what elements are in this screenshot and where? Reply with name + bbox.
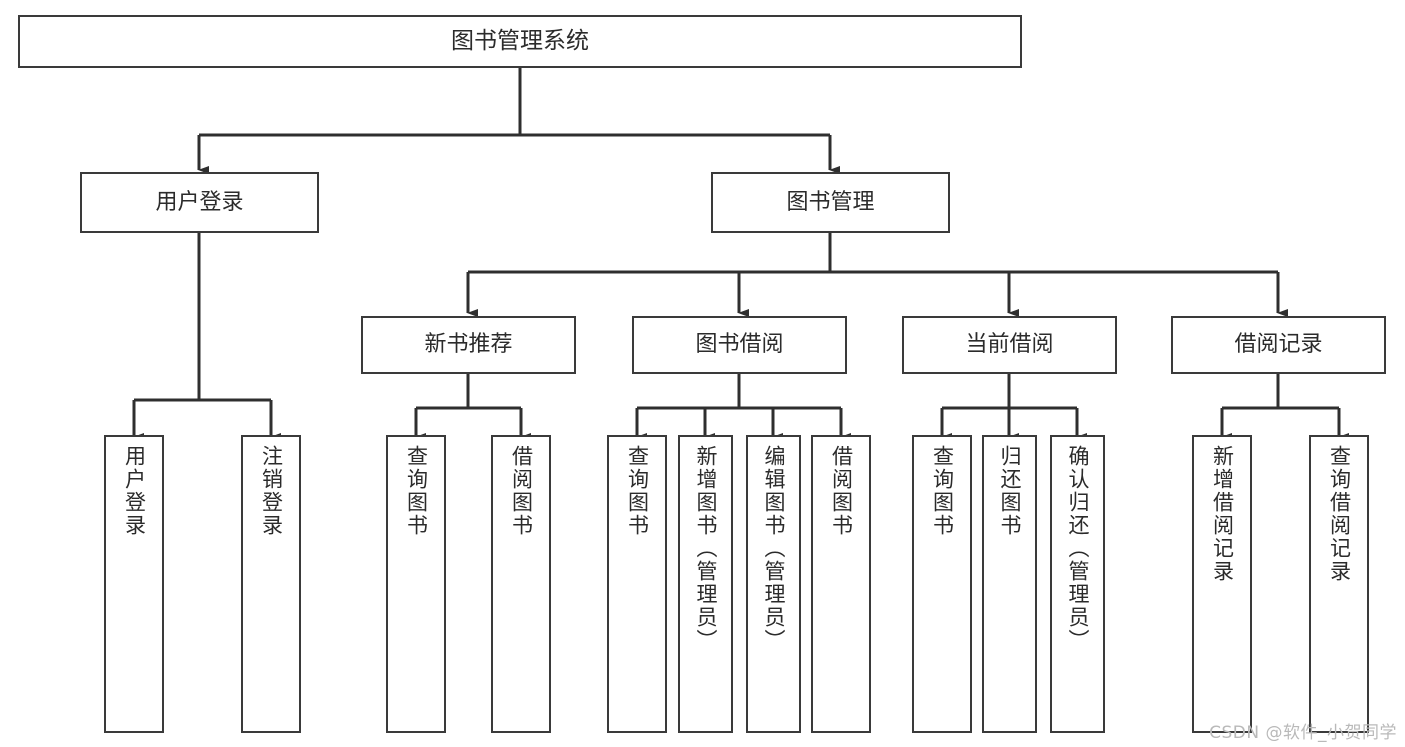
leaf-borrow-edit-book-admin[interactable]: 编辑图书（管理员） [746, 435, 801, 733]
leaf-record-add-record[interactable]: 新增借阅记录 [1192, 435, 1252, 733]
leaf-borrow-edit-book-admin-label: 编辑图书（管理员） [762, 445, 786, 652]
leaf-record-query-record[interactable]: 查询借阅记录 [1309, 435, 1369, 733]
node-borrow-record[interactable]: 借阅记录 [1171, 316, 1386, 374]
node-book-borrow[interactable]: 图书借阅 [632, 316, 847, 374]
leaf-current-return-book-label: 归还图书 [998, 445, 1022, 537]
leaf-recommend-query-book-label: 查询图书 [404, 445, 429, 537]
node-book-borrow-label: 图书借阅 [695, 332, 784, 358]
leaf-borrow-query-book[interactable]: 查询图书 [607, 435, 667, 733]
leaf-borrow-borrow-book-label: 借阅图书 [829, 445, 854, 537]
leaf-record-query-record-label: 查询借阅记录 [1327, 445, 1352, 583]
leaf-user-login-logout[interactable]: 注销登录 [241, 435, 301, 733]
leaf-borrow-add-book-admin[interactable]: 新增图书（管理员） [678, 435, 733, 733]
node-root-system[interactable]: 图书管理系统 [18, 15, 1022, 68]
node-book-management-label: 图书管理 [786, 189, 875, 215]
node-borrow-record-label: 借阅记录 [1234, 332, 1323, 358]
node-new-book-recommend[interactable]: 新书推荐 [361, 316, 576, 374]
node-new-book-recommend-label: 新书推荐 [424, 332, 513, 358]
leaf-borrow-borrow-book[interactable]: 借阅图书 [811, 435, 871, 733]
node-current-borrow[interactable]: 当前借阅 [902, 316, 1117, 374]
leaf-borrow-query-book-label: 查询图书 [625, 445, 650, 537]
leaf-recommend-query-book[interactable]: 查询图书 [386, 435, 446, 733]
node-user-login-label: 用户登录 [155, 189, 244, 215]
watermark: CSDN @软件_小贺同学 [1209, 723, 1397, 743]
node-user-login[interactable]: 用户登录 [80, 172, 319, 233]
leaf-recommend-borrow-book[interactable]: 借阅图书 [491, 435, 551, 733]
leaf-record-add-record-label: 新增借阅记录 [1210, 445, 1235, 583]
node-current-borrow-label: 当前借阅 [965, 332, 1054, 358]
leaf-user-login-login[interactable]: 用户登录 [104, 435, 164, 733]
leaf-current-query-book[interactable]: 查询图书 [912, 435, 972, 733]
leaf-user-login-login-label: 用户登录 [122, 445, 147, 537]
leaf-user-login-logout-label: 注销登录 [259, 445, 284, 537]
leaf-current-confirm-return-admin-label: 确认归还（管理员） [1066, 445, 1090, 652]
leaf-current-return-book[interactable]: 归还图书 [982, 435, 1037, 733]
leaf-current-confirm-return-admin[interactable]: 确认归还（管理员） [1050, 435, 1105, 733]
node-root-system-label: 图书管理系统 [451, 27, 589, 54]
leaf-borrow-add-book-admin-label: 新增图书（管理员） [694, 445, 718, 652]
leaf-current-query-book-label: 查询图书 [930, 445, 955, 537]
leaf-recommend-borrow-book-label: 借阅图书 [509, 445, 534, 537]
node-book-management[interactable]: 图书管理 [711, 172, 950, 233]
